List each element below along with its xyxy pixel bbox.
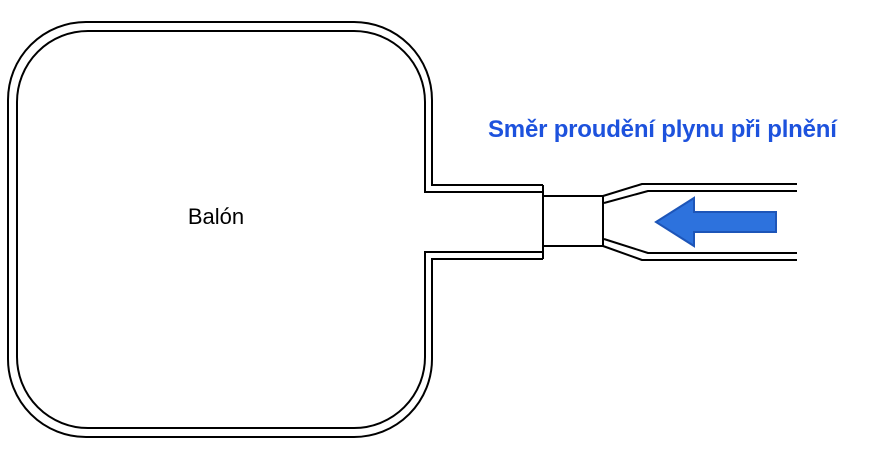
inlet-top-inner-wall <box>603 190 797 204</box>
diagram-outlines <box>7 21 797 438</box>
flow-caption: Směr proudění plynu při plnění <box>488 116 838 143</box>
balloon-label: Balón <box>188 204 244 229</box>
inlet-bottom-inner-wall <box>603 238 797 254</box>
flow-direction-left-arrow-icon <box>654 196 777 248</box>
balloon-outer-wall <box>7 21 433 438</box>
balloon-inner-wall <box>16 30 426 429</box>
inlet-top-outer-wall <box>602 183 797 197</box>
valve-body <box>542 195 604 247</box>
inlet-bottom-outer-wall <box>602 245 797 261</box>
